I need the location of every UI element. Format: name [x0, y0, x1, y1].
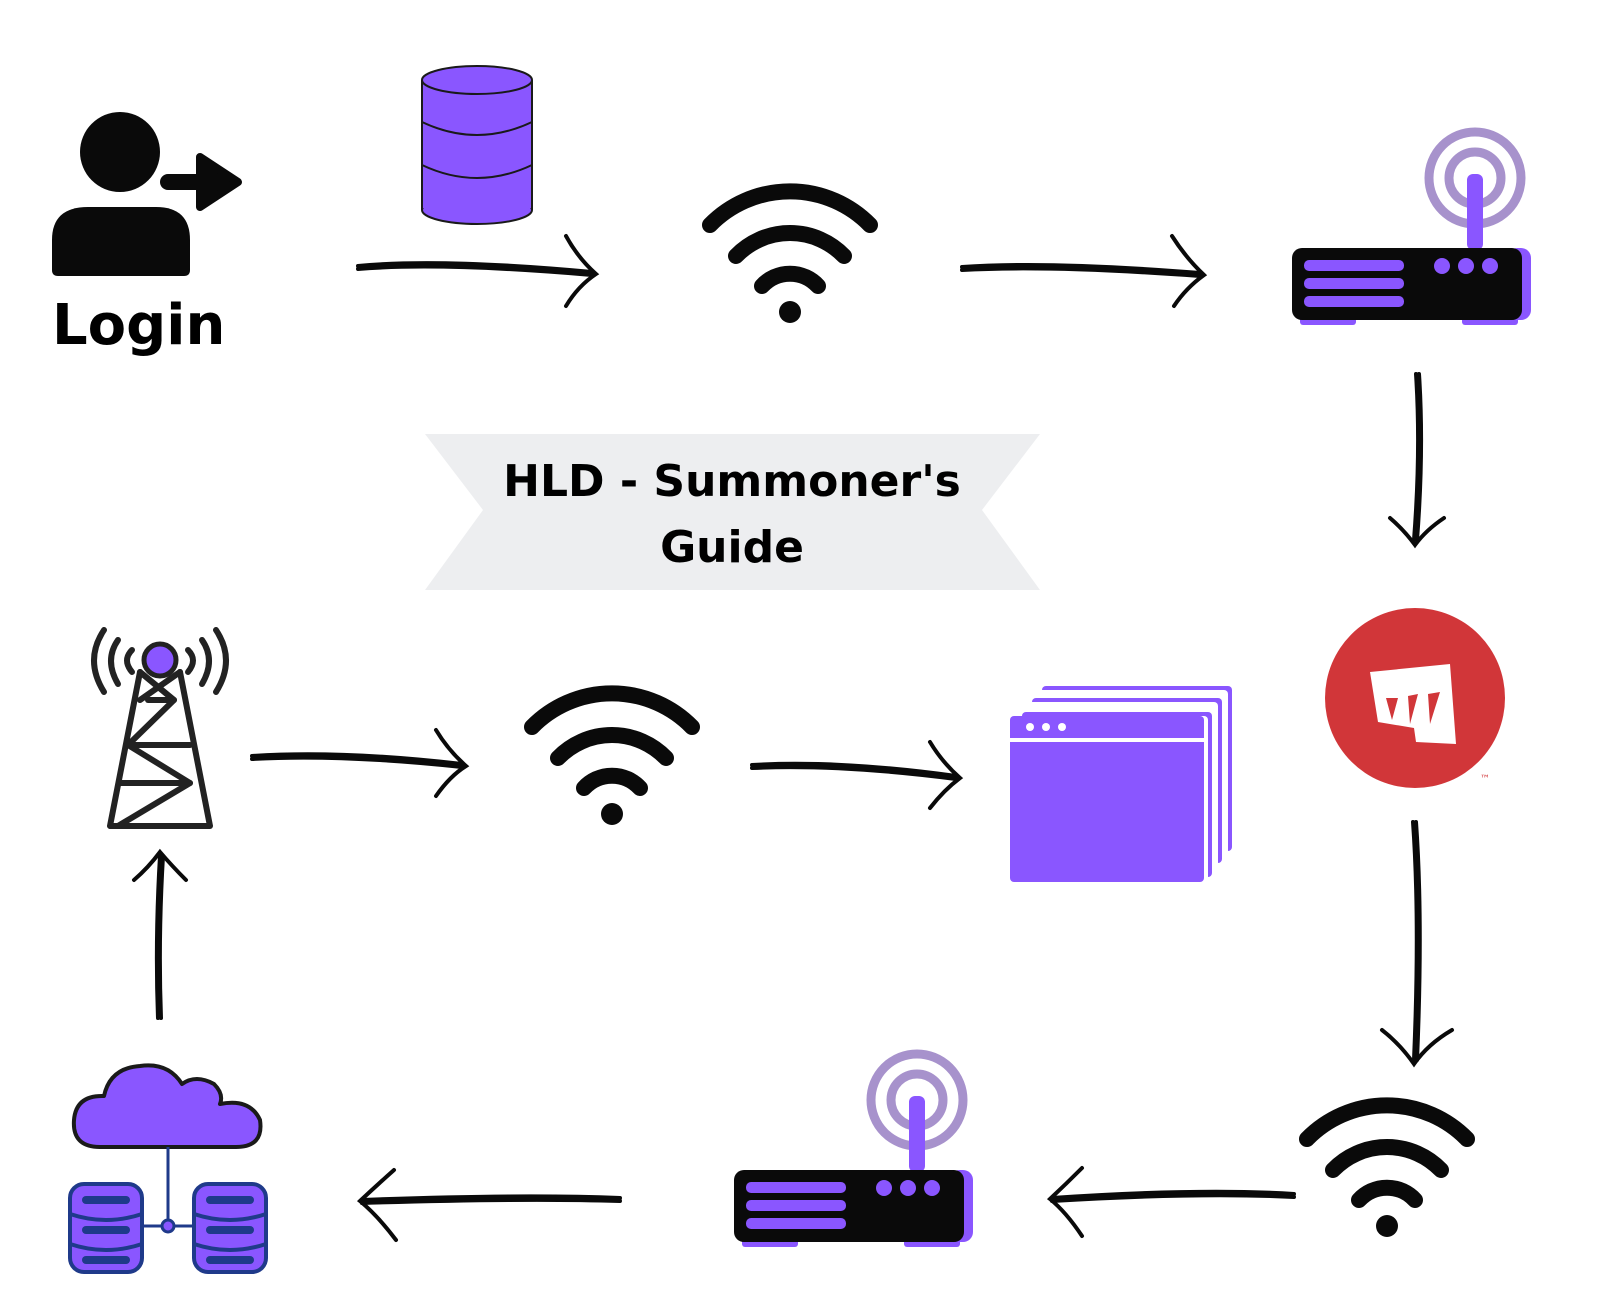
login-label: Login: [52, 293, 225, 358]
arrow-riot-to-wifi: [1380, 820, 1454, 1068]
router-icon: [734, 1054, 973, 1247]
wifi-icon: [1307, 1105, 1467, 1237]
title-banner: HLD - Summoner's Guide: [425, 434, 1040, 590]
router-icon: [1292, 132, 1531, 325]
arrow-wifi-to-router: [960, 234, 1208, 308]
browser-windows-icon: [1010, 686, 1232, 882]
banner-title-line2: Guide: [660, 522, 804, 573]
banner-title-line1: HLD - Summoner's: [503, 456, 961, 507]
arrow-tower-to-wifi: [250, 728, 470, 798]
trademark-label: ™: [1480, 774, 1490, 785]
arrow-login-to-wifi: [356, 234, 600, 308]
cell-tower-icon: [91, 627, 229, 829]
riot-games-logo: ™: [1325, 608, 1505, 788]
database-icon: [421, 65, 533, 225]
cloud-database-icon: [68, 1063, 268, 1274]
wifi-icon: [532, 693, 692, 825]
arrow-router2-to-cloud: [356, 1168, 622, 1242]
arrow-wifi-to-browser: [750, 740, 964, 810]
arrow-router-to-riot: [1388, 372, 1446, 549]
wifi-icon: [710, 191, 870, 323]
user-login-icon: [52, 112, 242, 276]
arrow-wifi-to-router2: [1046, 1166, 1296, 1238]
arrow-cloud-to-tower: [132, 848, 188, 1020]
